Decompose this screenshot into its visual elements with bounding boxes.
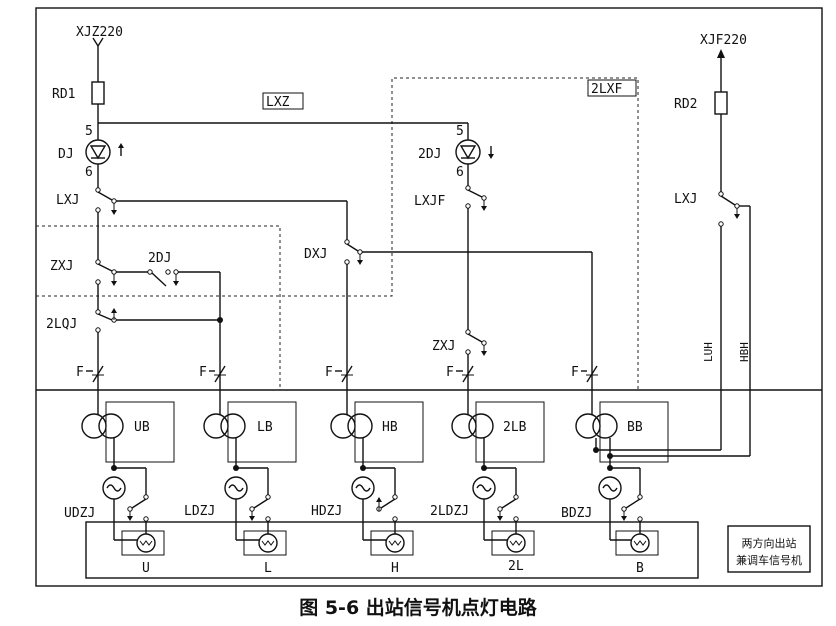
svg-text:L: L <box>264 561 272 576</box>
figure-caption: 图 5-6 出站信号机点灯电路 <box>299 596 538 619</box>
label-xjf220: XJF220 <box>700 33 747 48</box>
dj-lamp-relay <box>85 139 111 165</box>
fuse-rd2 <box>714 91 728 115</box>
label-luh: LUH <box>702 342 715 362</box>
svg-text:HB: HB <box>382 420 398 435</box>
svg-text:F: F <box>325 365 333 380</box>
fuse-f-4: F <box>446 365 474 400</box>
label-xjz220: XJZ220 <box>76 25 123 40</box>
label-hbh: HBH <box>738 342 751 362</box>
lamp-unit-u: UB UDZJ U <box>64 400 175 576</box>
2dj-pin-6: 6 <box>456 165 464 180</box>
fuse-f-1: F <box>76 365 104 400</box>
label-dj: DJ <box>58 147 74 162</box>
label-dxj: DXJ <box>304 247 327 262</box>
note-line-2: 兼调车信号机 <box>736 553 802 567</box>
svg-text:H: H <box>391 561 399 576</box>
svg-text:F: F <box>199 365 207 380</box>
label-2dj-contact: 2DJ <box>148 251 171 266</box>
fuse-rd1 <box>91 81 105 105</box>
note-line-1: 两方向出站 <box>742 536 797 550</box>
svg-text:LDZJ: LDZJ <box>184 504 215 519</box>
lamp-unit-l: LB LDZJ L <box>184 400 297 576</box>
fuse-f-2: F <box>199 365 226 400</box>
svg-text:UDZJ: UDZJ <box>64 506 95 521</box>
label-2lqj: 2LQJ <box>46 317 77 332</box>
svg-text:F: F <box>76 365 84 380</box>
2dj-lamp-relay <box>455 139 481 165</box>
svg-text:F: F <box>571 365 579 380</box>
label-lxj-right: LXJ <box>674 192 697 207</box>
svg-text:HDZJ: HDZJ <box>311 504 342 519</box>
label-lxj: LXJ <box>56 193 79 208</box>
svg-text:B: B <box>636 561 644 576</box>
note-box <box>727 525 811 573</box>
svg-text:F: F <box>446 365 454 380</box>
svg-text:2LB: 2LB <box>503 420 527 435</box>
svg-text:2L: 2L <box>508 559 524 574</box>
label-lxjf: LXJF <box>414 194 445 209</box>
label-zxj: ZXJ <box>50 259 73 274</box>
lamp-unit-2l: 2LB 2LDZJ 2L <box>430 400 545 574</box>
diagram-border <box>35 7 823 587</box>
label-rd2: RD2 <box>674 97 697 112</box>
label-2dj: 2DJ <box>418 147 441 162</box>
label-lxz: LXZ <box>266 95 290 110</box>
fuse-f-5: F <box>571 365 598 400</box>
dj-pin-5: 5 <box>85 124 93 139</box>
svg-text:U: U <box>142 561 150 576</box>
svg-text:2LDZJ: 2LDZJ <box>430 504 469 519</box>
svg-text:BDZJ: BDZJ <box>561 506 592 521</box>
label-zxj-lower: ZXJ <box>432 339 455 354</box>
svg-text:LB: LB <box>257 420 273 435</box>
2dj-pin-5: 5 <box>456 124 464 139</box>
lamp-unit-b: BB BDZJ B <box>561 400 669 576</box>
svg-text:UB: UB <box>134 420 150 435</box>
label-rd1: RD1 <box>52 87 75 102</box>
lamp-unit-h: HB HDZJ H <box>311 400 424 576</box>
svg-text:BB: BB <box>627 420 643 435</box>
lxf-dashed-outline <box>36 77 639 390</box>
lamp-enclosure <box>85 521 699 579</box>
dj-pin-6: 6 <box>85 165 93 180</box>
label-2lxf: 2LXF <box>591 82 622 97</box>
fuse-f-3: F <box>325 365 353 400</box>
